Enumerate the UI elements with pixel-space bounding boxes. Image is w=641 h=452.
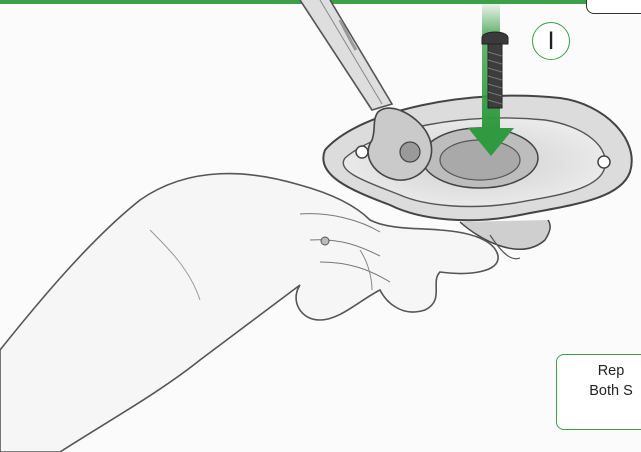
callout-box: Rep Both S [556,354,641,430]
wrench [300,0,392,110]
callout-line-2: Both S [557,381,641,401]
callout-line-1: Rep [557,361,641,381]
step-label: I [547,29,554,53]
step-badge: I [532,22,570,60]
